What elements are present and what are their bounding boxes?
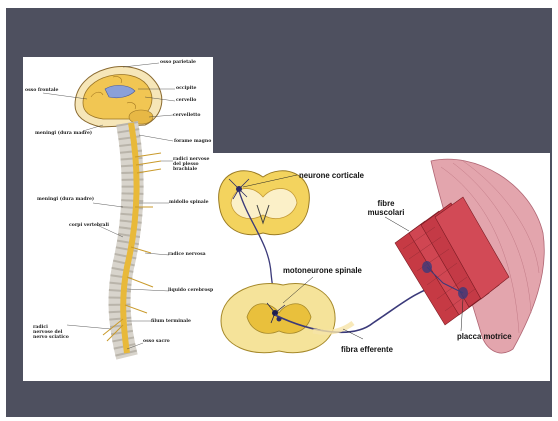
- label-midollo-spinale: midollo spinale: [169, 200, 209, 205]
- label-radici-sciatico: radici nervose del nervo sciatico: [33, 325, 69, 340]
- spinal-cord-illustration: osso parietale osso frontale occipite ce…: [23, 57, 213, 381]
- label-osso-parietale: osso parietale: [160, 60, 196, 65]
- label-corpi-vertebrali: corpi vertebrali: [69, 223, 109, 228]
- label-occipite: occipite: [176, 86, 196, 91]
- label-cervelletto: cervelletto: [173, 113, 200, 118]
- motor-pathway-illustration: neurone corticale fibre muscolari motone…: [213, 153, 550, 381]
- label-osso-frontale: osso frontale: [25, 88, 58, 93]
- label-radice-nervosa: radice nervosa: [168, 252, 206, 257]
- label-filum: filum terminale: [151, 319, 191, 324]
- label-motoneurone-spinale: motoneurone spinale: [283, 266, 362, 275]
- label-cervello: cervello: [176, 98, 196, 103]
- label-meningi-top: meningi (dura madre): [35, 131, 92, 136]
- label-neurone-corticale: neurone corticale: [299, 171, 364, 180]
- label-placca-motrice: placca motrice: [457, 332, 512, 341]
- label-radici-plesso: radici nervose del plesso brachiale: [173, 157, 213, 172]
- label-forame-magno: forame magno: [174, 139, 211, 144]
- label-fibra-efferente: fibra efferente: [341, 345, 393, 354]
- label-meningi-mid: meningi (dura madre): [37, 197, 94, 202]
- label-osso-sacro: osso sacro: [143, 339, 170, 344]
- label-fibre-muscolari: fibre muscolari: [363, 199, 409, 217]
